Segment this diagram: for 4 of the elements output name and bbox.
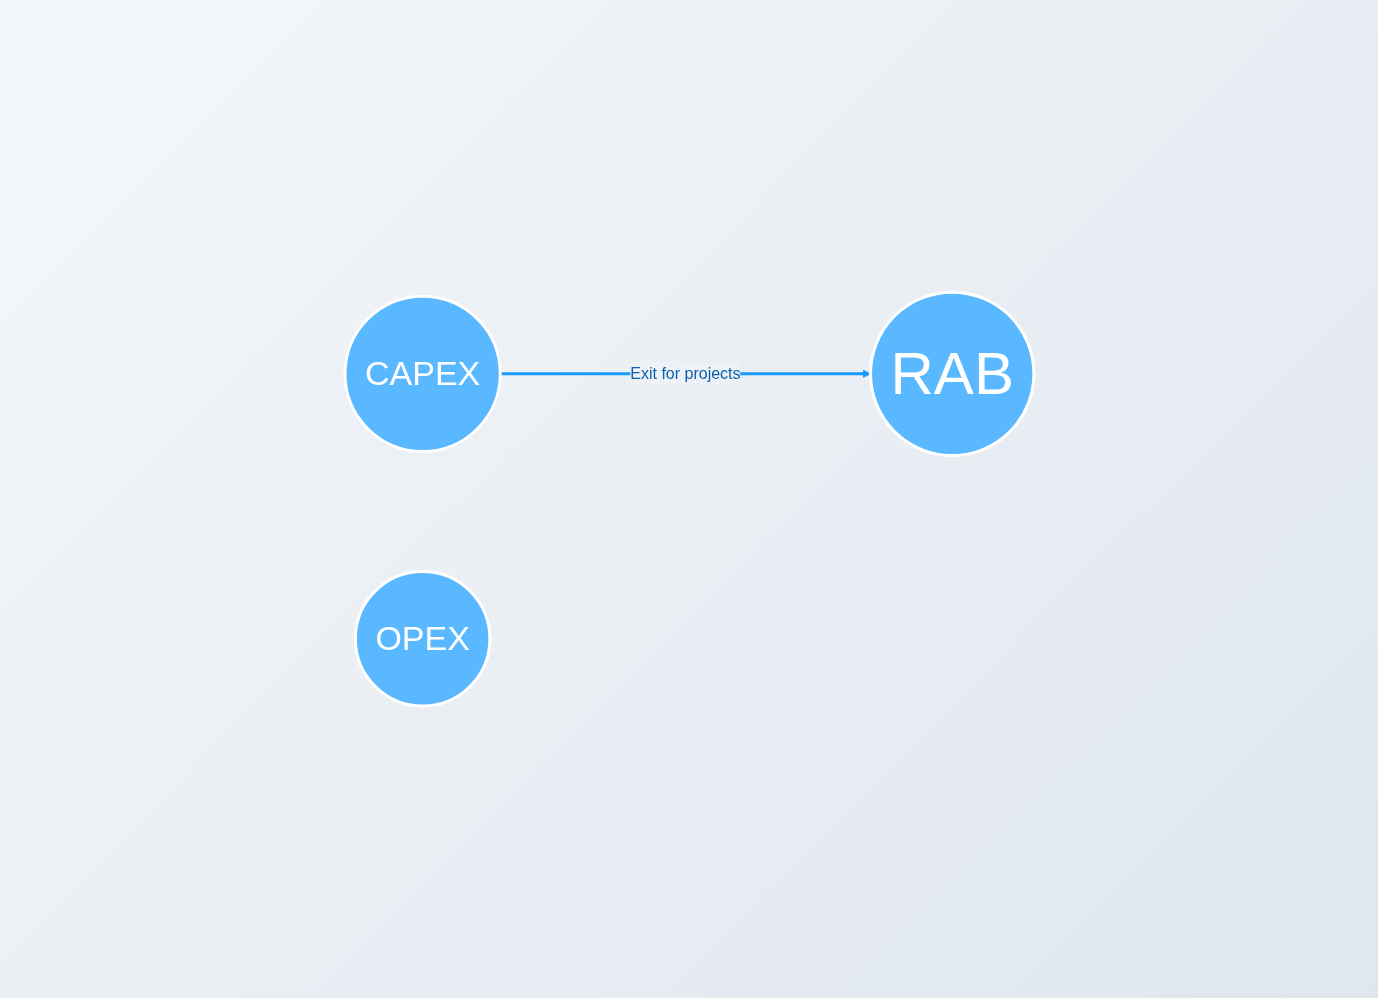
node-circle: OPEX (353, 569, 491, 708)
edge-label: Exit for projects (629, 364, 741, 382)
node-circle: RAB (868, 290, 1035, 457)
node-circle: CAPEX (343, 294, 502, 453)
